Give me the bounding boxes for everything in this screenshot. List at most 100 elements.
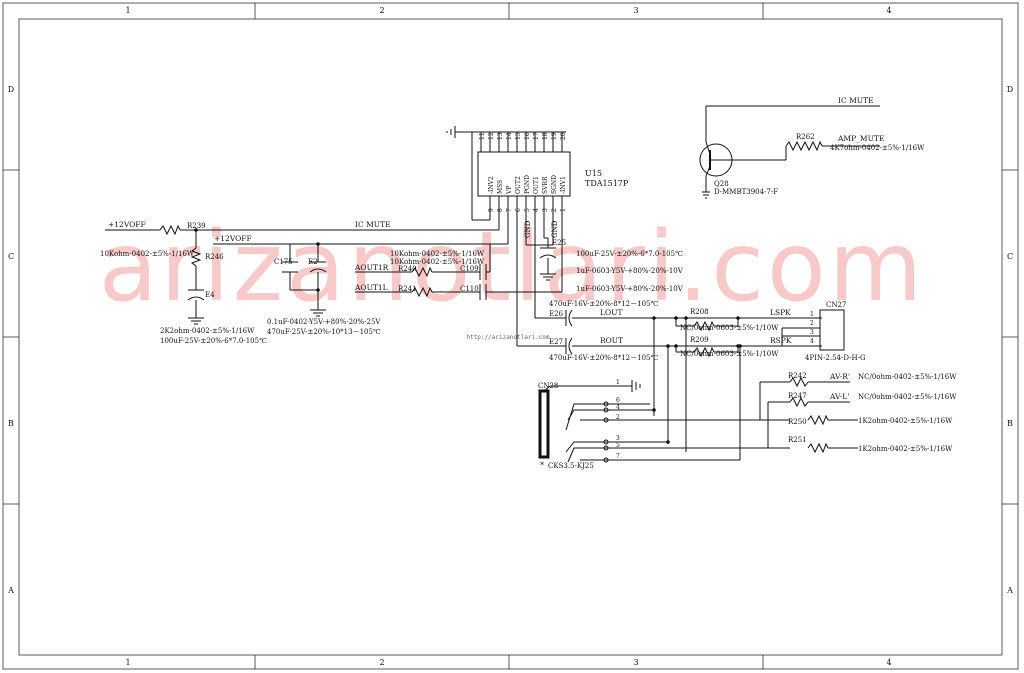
u15-bottom-pin: 2 <box>551 208 558 212</box>
r240-value: 10Kohm-0402-±5%-1/16W <box>390 250 485 258</box>
cn28-part: CKS3.5-KJ25 <box>548 462 594 470</box>
u15-pin-name: SGND <box>551 175 558 194</box>
net-12voff-left: +12VOFF <box>108 220 146 229</box>
u15-pin-name: -INV1 <box>560 176 567 194</box>
c110-value: 1uF-0603-Y5V-+80%-20%-10V <box>576 285 684 293</box>
resistor-symbols <box>159 140 829 454</box>
r241-ref: R241 <box>398 285 417 293</box>
u15-top-pin: 15 <box>515 132 522 140</box>
e4-value: 100uF-25V-±20%-6*7.0-105℃ <box>160 337 267 345</box>
c109-value: 1uF-0603-Y5V-+80%-20%-10V <box>576 267 684 275</box>
r242-value: NC/0ohm-0402-±5%-1/16W <box>858 373 957 381</box>
frame-row-left-d: D <box>8 85 14 94</box>
u15-pin-name: SVRR <box>542 176 549 194</box>
net-rout: ROUT <box>600 336 623 345</box>
r247-value: NC/0ohm-0402-±5%-1/16W <box>858 393 957 401</box>
u15-top-pin: 17 <box>533 132 540 140</box>
frame-col-top-2: 2 <box>379 6 384 15</box>
c175-ref: C175 <box>274 258 293 266</box>
frame-row-left-b: B <box>8 419 14 428</box>
r262-value: 4K7ohm-0402-±5%-1/16W <box>830 144 925 152</box>
u15-top-pin: 18 <box>542 132 549 140</box>
cn27-ref: CN27 <box>826 301 846 309</box>
u15-top-pin: 14 <box>506 132 513 140</box>
r247-ref: R247 <box>788 392 807 400</box>
net-av-l: AV-L' <box>829 392 849 401</box>
r262-ref: R262 <box>796 133 815 141</box>
frame-col-top-1: 1 <box>125 6 130 15</box>
net-av-r: AV-R' <box>829 372 850 381</box>
frame-col-bottom-2: 2 <box>379 658 384 667</box>
r251-value: 1K2ohm-0402-±5%-1/16W <box>858 445 953 453</box>
watermark-url: http://arizanotlari.com <box>466 334 549 341</box>
u15-bottom-pin: 5 <box>524 208 531 212</box>
u15-bottom-pin: 7 <box>506 208 513 212</box>
cn28-ref: CN28 <box>538 382 558 390</box>
cn27-pin: 3 <box>810 329 814 336</box>
e25-value: 100uF-25V-±20%-6*7.0-105℃ <box>576 250 683 258</box>
u15-bottom-pin: 3 <box>542 208 549 212</box>
frame-row-right-b: B <box>1007 419 1013 428</box>
cn28-pin: 3 <box>616 435 620 442</box>
u15-pin-name: MSS <box>497 180 504 194</box>
u15-body <box>477 151 571 197</box>
u15-bottom-pin: 8 <box>497 208 504 212</box>
r251-ref: R251 <box>788 436 807 444</box>
u15-pin-name: OUT2 <box>515 176 522 194</box>
net-aout1l: AOUT1L <box>354 283 388 292</box>
u15-bottom-pin: 9 <box>488 208 495 212</box>
r239-value: 10Kohm-0402-±5%-1/16W <box>100 250 195 258</box>
e26-ref: E26 <box>549 310 564 318</box>
cn28-star: * <box>540 461 544 470</box>
frame-col-top-3: 3 <box>633 6 638 15</box>
u15-top-pin: 13 <box>497 132 504 140</box>
r240-ref: R240 <box>398 265 417 273</box>
r242-ref: R242 <box>788 372 807 380</box>
u15-pin-name: PGND <box>524 175 531 194</box>
e25-ref: E25 <box>552 239 566 247</box>
q28-transistor <box>699 141 733 177</box>
cn28-pin: 7 <box>616 453 620 460</box>
c109-ref: C109 <box>460 265 479 273</box>
cn28-jack <box>538 385 609 463</box>
u15-bottom-pin: 1 <box>560 208 567 212</box>
e4-ref: E4 <box>205 291 215 299</box>
r246-ref: R246 <box>205 253 224 261</box>
frame-col-bottom-4: 4 <box>886 658 891 667</box>
u15-pin-name: OUT1 <box>533 176 540 194</box>
u15-ref: U15 <box>585 169 602 178</box>
u15-pin-name: -INV2 <box>488 176 495 194</box>
cn28-pin: 5 <box>616 442 620 449</box>
r250-ref: R250 <box>788 418 807 426</box>
wires <box>105 105 880 461</box>
cn28-pin: 6 <box>616 397 620 404</box>
frame-row-left-c: C <box>8 252 14 261</box>
net-lspk: LSPK <box>770 308 791 317</box>
q28-ref: Q28 <box>714 180 729 188</box>
c110-ref: C110 <box>460 285 479 293</box>
e2-value: 470uF-25V-±20%-10*13－105℃ <box>267 328 381 336</box>
u15-top-pin: 19 <box>551 132 558 140</box>
u15-bottom-pin: 6 <box>515 208 522 212</box>
frame-row-right-d: D <box>1007 85 1013 94</box>
r208-value: NC/0ohm-0603-±5%-1/10W <box>680 324 779 332</box>
e26-value: 470uF-16V-±20%-8*12－105℃ <box>549 300 658 308</box>
r241-value: 10Kohm-0402-±5%-1/16W <box>390 258 485 266</box>
cn27-part: 4PIN-2.54-D-H-G <box>805 354 866 362</box>
e27-value: 470uF-16V-±20%-8*12－105℃ <box>549 354 658 362</box>
net-amp-mute: AMP_MUTE <box>837 134 884 143</box>
e27-ref: E27 <box>549 338 563 346</box>
r208-ref: R208 <box>690 308 709 316</box>
net-aout1r: AOUT1R <box>354 263 389 272</box>
frame-row-right-a: A <box>1006 586 1013 595</box>
net-ic-mute-top: IC MUTE <box>838 96 874 105</box>
cn27-pin: 4 <box>810 338 814 345</box>
cn27-pin: 1 <box>810 311 814 318</box>
watermark: arizanotlari.com <box>99 211 926 323</box>
net-lout: LOUT <box>600 308 622 317</box>
frame-row-right-c: C <box>1007 252 1013 261</box>
r246-value: 2K2ohm-0402-±5%-1/16W <box>160 327 255 335</box>
u15-pin-name: VP <box>506 186 513 195</box>
u15-part: TDA1517P <box>585 179 629 188</box>
u15-top-pin: 11 <box>479 132 486 140</box>
